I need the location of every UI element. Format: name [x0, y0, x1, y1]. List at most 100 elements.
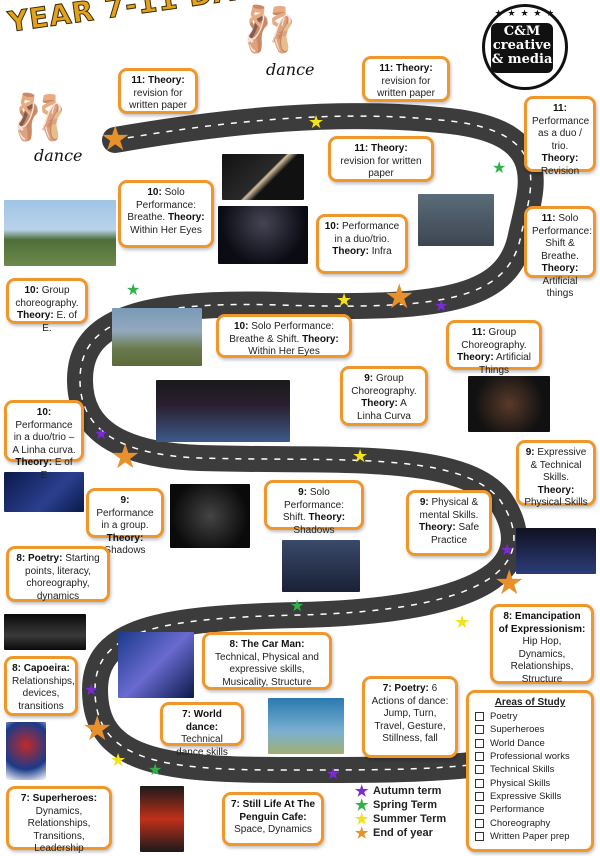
- dance-photo: [118, 632, 194, 698]
- autumn-term-star-icon: ★: [434, 296, 449, 315]
- autumn-term-star-icon: ★: [84, 680, 99, 699]
- legend-item: ★End of year: [355, 825, 433, 842]
- dance-photo: [468, 376, 550, 432]
- dance-photo: [156, 380, 290, 442]
- callout-box: 11: Theory: revision for written paper: [362, 56, 450, 102]
- logo-stars: ★ ★ ★ ★ ★: [494, 9, 556, 19]
- callout-box: 7: Still Life At The Penguin Cafe: Space…: [222, 792, 324, 846]
- area-item: Poetry: [475, 710, 585, 723]
- checkbox[interactable]: [475, 791, 484, 801]
- legend-item: ★Autumn term: [355, 783, 442, 800]
- term-legend: ★Autumn term ★Spring Term ★Summer Term ★…: [355, 783, 447, 842]
- callout-box: 10: Performance in a duo/trio. Theory: I…: [316, 214, 408, 274]
- areas-heading: Areas of Study: [494, 697, 566, 708]
- legend-item: ★Summer Term: [355, 811, 447, 828]
- dance-photo: [222, 154, 304, 200]
- area-item: Choreography: [475, 816, 585, 829]
- area-item: Technical Skills: [475, 763, 585, 776]
- checkbox[interactable]: [475, 765, 484, 775]
- summer-term-star-icon: ★: [110, 750, 127, 771]
- summer-term-star-icon: ★: [352, 446, 369, 467]
- dance-photo: [140, 786, 184, 852]
- callout-box: 11: Theory: revision for written paper: [328, 136, 434, 182]
- dancer-silhouette-icon: 🩰: [12, 92, 67, 143]
- logo-line-3: & media: [491, 52, 553, 67]
- summer-term-star-icon: ★: [454, 612, 471, 633]
- areas-of-study-box: Areas of Study Poetry Superheroes World …: [466, 690, 594, 852]
- callout-box: 10: Performance in a duo/trio – A Linha …: [4, 400, 84, 481]
- dance-photo: [4, 614, 86, 650]
- callout-box: 11: Group Choreography. Theory: Artifici…: [446, 320, 542, 376]
- callout-box: 10: Solo Performance: Breathe. Theory: W…: [118, 180, 214, 248]
- callout-box: 11: Performance as a duo / trio. Theory:…: [524, 96, 596, 177]
- legend-item: ★Spring Term: [355, 797, 437, 814]
- checkbox[interactable]: [475, 752, 484, 762]
- checkbox[interactable]: [475, 725, 484, 735]
- checkbox[interactable]: [475, 738, 484, 748]
- callout-box: 8: Poetry: Starting points, literacy, ch…: [6, 546, 110, 602]
- area-item: Professional works: [475, 750, 585, 763]
- dance-photo: [170, 484, 250, 548]
- end-of-year-star-icon: ★: [384, 277, 415, 317]
- callout-box: 10: Solo Performance: Breathe & Shift. T…: [216, 314, 352, 358]
- end-of-year-star-icon: ★: [494, 563, 525, 603]
- logo-line-1: C&M: [503, 24, 541, 39]
- autumn-term-star-icon: ★: [94, 424, 109, 443]
- area-item: Expressive Skills: [475, 790, 585, 803]
- dance-photo: [418, 194, 494, 246]
- area-item: Superheroes: [475, 723, 585, 736]
- callout-box: 11: Solo Performance: Shift & Breathe. T…: [524, 206, 596, 299]
- callout-box: 9: Physical & mental Skills. Theory: Saf…: [406, 490, 492, 556]
- spring-term-star-icon: ★: [355, 797, 369, 814]
- superhero-image: [6, 722, 46, 780]
- checkbox[interactable]: [475, 818, 484, 828]
- dance-logo-label: dance: [266, 60, 315, 79]
- dance-photo: [4, 200, 116, 266]
- area-item: Physical Skills: [475, 776, 585, 789]
- spring-term-star-icon: ★: [492, 158, 507, 177]
- end-of-year-star-icon: ★: [355, 825, 369, 842]
- spring-term-star-icon: ★: [148, 760, 163, 779]
- dance-photo: [282, 540, 360, 592]
- autumn-term-star-icon: ★: [326, 764, 341, 783]
- summer-term-star-icon: ★: [308, 112, 325, 133]
- callout-box: 7: World dance: Technical dance skills: [160, 702, 244, 758]
- dance-photo: [516, 528, 596, 574]
- area-item: Performance: [475, 803, 585, 816]
- callout-box: 11: Theory: revision for written paper: [118, 68, 198, 114]
- end-of-year-star-icon: ★: [110, 437, 141, 477]
- end-of-year-star-icon: ★: [82, 709, 113, 749]
- autumn-term-star-icon: ★: [355, 783, 369, 800]
- area-item: Written Paper prep: [475, 830, 585, 843]
- callout-box: 8: Emancipation of Expressionism: Hip Ho…: [490, 604, 594, 685]
- checkbox[interactable]: [475, 831, 484, 841]
- callout-box: 8: The Car Man: Technical, Physical and …: [202, 632, 332, 690]
- callout-box: 10: Group choreography. Theory: E. of E.: [6, 278, 88, 334]
- logo-text: C&M creative & media: [491, 23, 553, 73]
- logo-line-2: creative: [492, 38, 552, 53]
- callout-box: 7: Poetry: 6 Actions of dance: Jump, Tur…: [362, 676, 458, 758]
- checkbox[interactable]: [475, 778, 484, 788]
- end-of-year-star-icon: ★: [100, 119, 131, 159]
- callout-box: 9: Solo Performance: Shift. Theory: Shad…: [264, 480, 364, 536]
- callout-box: 9: Expressive & Technical Skills. Theory…: [516, 440, 596, 508]
- checkbox[interactable]: [475, 712, 484, 722]
- dance-photo: [4, 472, 84, 512]
- dance-photo: [268, 698, 344, 754]
- dance-logo-label: dance: [34, 146, 83, 165]
- summer-term-star-icon: ★: [355, 811, 369, 828]
- dance-photo: [112, 308, 202, 366]
- callout-box: 9: Performance in a group. Theory: Shado…: [86, 488, 164, 556]
- spring-term-star-icon: ★: [126, 280, 141, 299]
- cm-logo: ★ ★ ★ ★ ★ C&M creative & media: [482, 4, 568, 90]
- spring-term-star-icon: ★: [290, 596, 305, 615]
- callout-box: 9: Group Choreography. Theory: A Linha C…: [340, 366, 428, 426]
- dancer-silhouette-icon: 🩰: [242, 4, 297, 55]
- callout-box: 8: Capoeira: Relationships, devices, tra…: [4, 656, 78, 716]
- dance-photo: [218, 206, 308, 264]
- area-item: World Dance: [475, 737, 585, 750]
- autumn-term-star-icon: ★: [500, 540, 515, 559]
- checkbox[interactable]: [475, 805, 484, 815]
- callout-box: 7: Superheroes: Dynamics, Relationships,…: [6, 786, 112, 854]
